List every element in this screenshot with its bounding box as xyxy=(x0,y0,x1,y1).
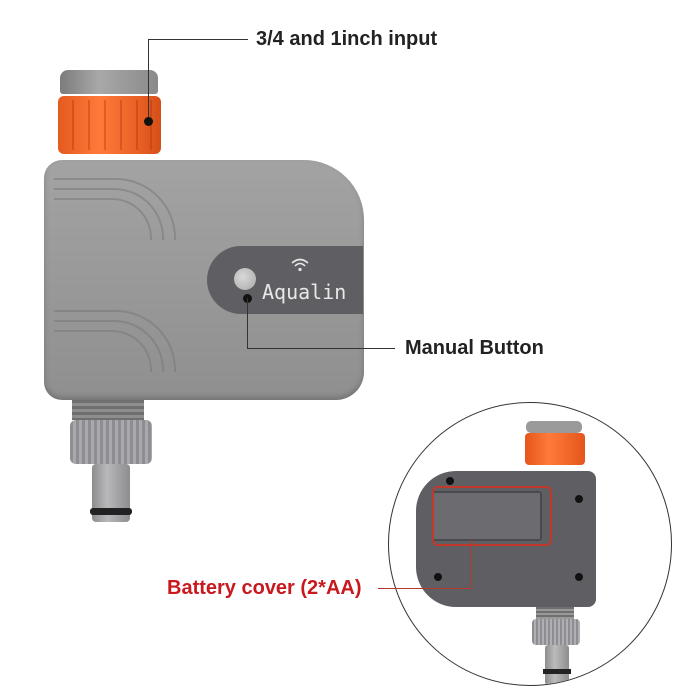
brand-logo: Aqualin xyxy=(262,280,347,304)
inset-outlet-thread xyxy=(536,607,574,619)
inset-outlet-nut xyxy=(532,619,580,645)
orange-input-nut xyxy=(58,96,161,154)
outlet-nut xyxy=(70,420,152,464)
manual-button[interactable] xyxy=(234,268,256,290)
o-ring xyxy=(90,508,132,515)
manual-callout-line xyxy=(247,348,395,349)
screw-icon xyxy=(575,495,583,503)
screw-icon xyxy=(446,477,454,485)
battery-cover-highlight xyxy=(432,486,552,546)
manual-button-label: Manual Button xyxy=(405,337,544,359)
battery-callout-line xyxy=(378,588,470,589)
input-callout-line-vertical xyxy=(148,39,149,121)
battery-cover-label: Battery cover (2*AA) xyxy=(167,577,362,599)
screw-icon xyxy=(575,573,583,581)
input-size-label: 3/4 and 1inch input xyxy=(256,28,438,50)
outlet-thread xyxy=(72,400,144,420)
input-callout-line xyxy=(148,39,248,40)
inset-hose-connector xyxy=(545,645,569,685)
battery-callout-line-vertical xyxy=(470,540,471,589)
timer-body xyxy=(44,160,364,400)
inset-top-nut xyxy=(526,421,582,433)
battery-cover xyxy=(432,491,542,541)
screw-icon xyxy=(434,573,442,581)
manual-callout-line-vertical xyxy=(247,298,248,348)
top-nut-cap xyxy=(60,70,158,94)
battery-inset-view xyxy=(388,402,672,686)
inset-orange-nut xyxy=(525,433,585,465)
control-panel xyxy=(207,246,363,314)
inset-o-ring xyxy=(543,669,571,674)
wifi-icon xyxy=(291,258,309,275)
input-callout-dot xyxy=(144,117,153,126)
